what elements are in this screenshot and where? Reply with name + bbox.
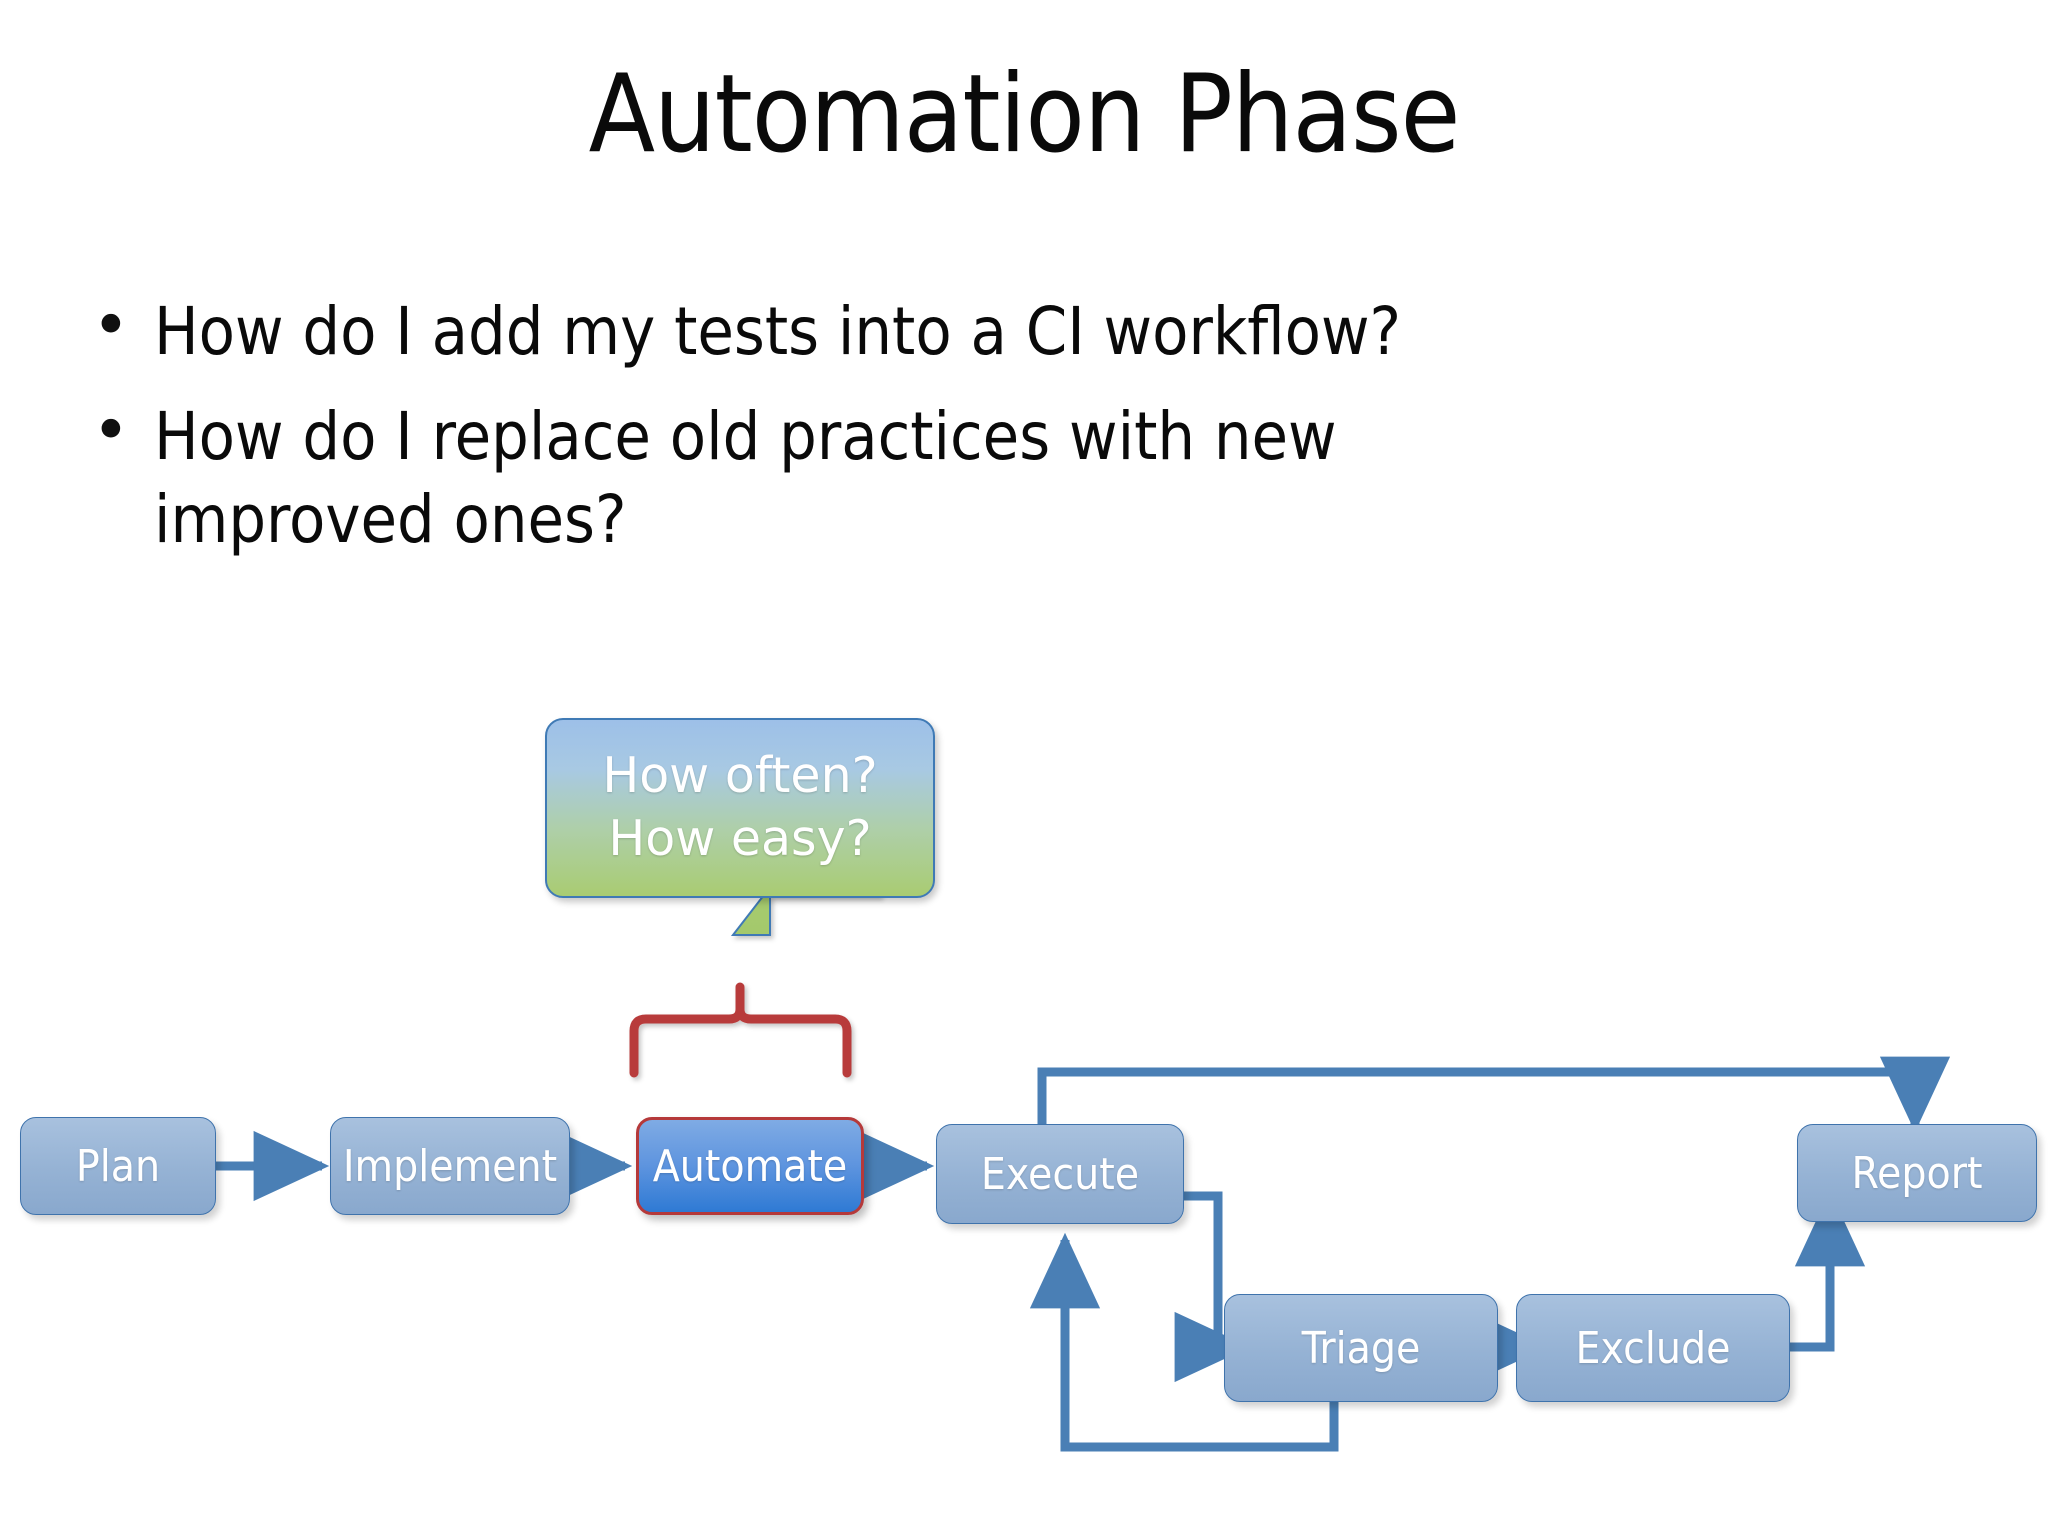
bullet-text: How do I replace old practices with new … xyxy=(154,398,1337,559)
bullet-marker-icon: • xyxy=(92,394,130,469)
flow-node-exclude[interactable]: Exclude xyxy=(1516,1294,1790,1402)
flow-node-label: Execute xyxy=(980,1148,1140,1200)
flow-node-automate[interactable]: Automate xyxy=(636,1117,864,1215)
callout-tail-icon xyxy=(730,832,881,936)
edge-execute-triage xyxy=(1174,1191,1251,1383)
bullet-list: • How do I add my tests into a CI workfl… xyxy=(92,290,1972,583)
edge-exclude-report xyxy=(1790,1190,1866,1352)
flow-node-label: Triage xyxy=(1301,1322,1421,1374)
flow-node-implement[interactable]: Implement xyxy=(330,1117,570,1215)
flow-node-report[interactable]: Report xyxy=(1797,1124,2037,1222)
flow-node-label: Implement xyxy=(342,1140,558,1192)
flow-node-label: Exclude xyxy=(1575,1322,1731,1374)
bullet-text: How do I add my tests into a CI workflow… xyxy=(154,293,1402,370)
flow-node-triage[interactable]: Triage xyxy=(1224,1294,1498,1402)
flow-node-execute[interactable]: Execute xyxy=(936,1124,1184,1224)
page-title: Automation Phase xyxy=(588,52,1461,177)
edge-triage-execute xyxy=(1029,1232,1339,1452)
flow-node-label: Report xyxy=(1851,1147,1983,1199)
flow-node-label: Automate xyxy=(652,1140,848,1192)
list-item: • How do I replace old practices with ne… xyxy=(92,395,1972,561)
callout-line-2: How easy? xyxy=(608,810,872,867)
callout-bubble: How often? How easy? xyxy=(545,718,935,898)
flow-node-plan[interactable]: Plan xyxy=(20,1117,216,1215)
flow-node-label: Plan xyxy=(75,1140,161,1192)
bullet-marker-icon: • xyxy=(92,289,130,363)
list-item: • How do I add my tests into a CI workfl… xyxy=(92,290,1972,373)
edge-execute-report xyxy=(1037,1056,1951,1135)
red-brace-icon xyxy=(629,982,852,1078)
callout-line-1: How often? xyxy=(602,747,878,805)
